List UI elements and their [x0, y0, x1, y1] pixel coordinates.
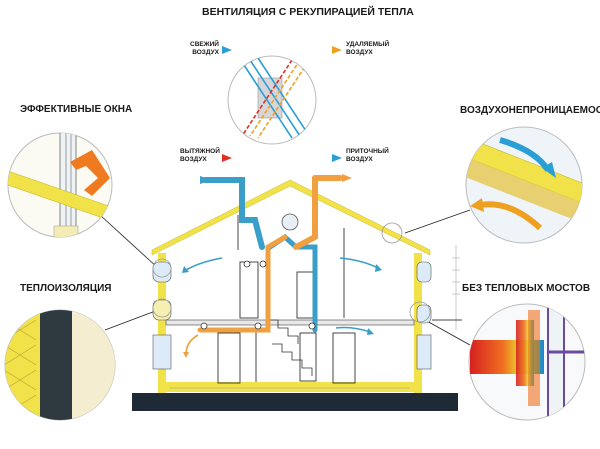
ground — [132, 393, 458, 411]
airtightness-detail — [465, 126, 583, 244]
insulation-detail — [4, 309, 116, 421]
vents — [200, 260, 316, 330]
callout-windows: ЭФФЕКТИВНЫЕ ОКНА — [20, 104, 133, 115]
label-fresh-air: СВЕЖИЙ ВОЗДУХ — [190, 41, 219, 56]
thermal-bridges-detail — [468, 303, 586, 421]
label-supply-air: ПРИТОЧНЫЙ ВОЗДУХ — [346, 148, 389, 163]
interior-doors — [217, 215, 356, 384]
windows-detail — [7, 132, 113, 238]
antenna — [452, 245, 460, 330]
recuperator-unit — [281, 213, 299, 231]
label-removed-air: УДАЛЯЕМЫЙ ВОЗДУХ — [346, 41, 390, 56]
label-exhaust-air: ВЫТЯЖНОЙ ВОЗДУХ — [180, 148, 220, 163]
heat-exchanger-detail — [222, 46, 342, 162]
ventilation-ducts — [197, 175, 343, 333]
callout-airtightness: ВОЗДУХОНЕПРОНИЦАЕМОСТЬ — [460, 105, 600, 116]
leader-lines — [99, 209, 471, 346]
house-frame — [151, 179, 431, 393]
callout-no-thermal-bridges: БЕЗ ТЕПЛОВЫХ МОСТОВ — [462, 283, 591, 294]
staircase — [268, 319, 313, 376]
page-title: ВЕНТИЛЯЦИЯ С РЕКУПИРАЦИЕЙ ТЕПЛА — [202, 6, 414, 18]
connector-circles — [152, 222, 431, 323]
air-flow-arrows — [182, 257, 382, 358]
callout-insulation: ТЕПЛОИЗОЛЯЦИЯ — [20, 283, 112, 294]
